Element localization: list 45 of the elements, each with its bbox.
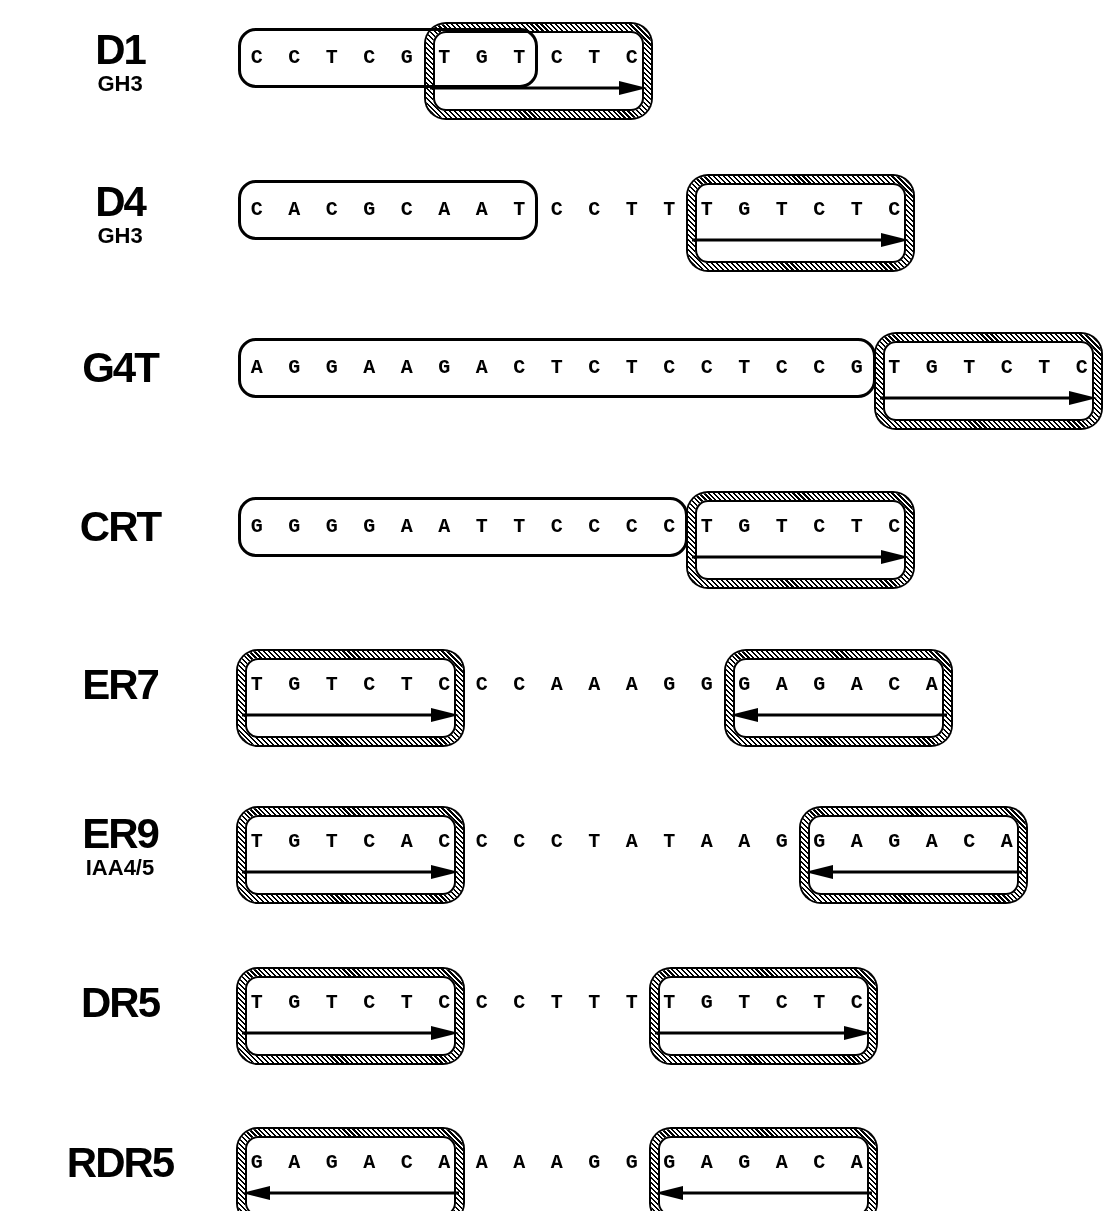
sequence-text: TGTCTC — [699, 515, 926, 539]
element-name: CRT — [78, 505, 162, 549]
element-name: G4T — [81, 346, 160, 390]
sequence-box — [238, 180, 538, 240]
sequence-text: GAGACA — [812, 830, 1039, 854]
sequence-text: CTC — [549, 46, 664, 70]
element-name: D4 — [94, 180, 147, 224]
hatched-sequence-box — [238, 969, 463, 1063]
gene-name: GH3 — [96, 72, 144, 96]
sequence-text: TGTCTC — [249, 991, 476, 1015]
hatched-sequence-box — [688, 493, 913, 587]
hatched-sequence-box — [238, 1129, 463, 1211]
hatched-sequence-box — [725, 651, 951, 745]
gene-name: GH3 — [96, 224, 144, 248]
spacer-sequence-text: AAAGG — [474, 1151, 664, 1175]
sequence-box — [238, 338, 876, 398]
sequence-text: TGTCTC — [249, 673, 476, 697]
element-name: ER7 — [81, 663, 159, 707]
sequence-text: TGTCTC — [699, 198, 926, 222]
spacer-sequence-text: CCTTT — [474, 991, 664, 1015]
hatched-sequence-box — [650, 1129, 876, 1211]
sequence-text: GAGACA — [249, 1151, 476, 1175]
sequence-text: AGGAAGACTCTCCTCCG — [249, 356, 889, 380]
hatched-sequence-box — [800, 808, 1026, 902]
spacer-sequence-text: CCAAAGG — [474, 673, 739, 697]
sequence-text: GAGACA — [662, 1151, 889, 1175]
hatched-sequence-box — [688, 176, 913, 270]
sequence-box — [238, 497, 688, 557]
hatched-sequence-box — [650, 969, 876, 1063]
element-name: D1 — [94, 28, 147, 72]
sequence-text: CACGCAAT — [249, 198, 551, 222]
sequence-text: TGTCTC — [662, 991, 889, 1015]
element-name: DR5 — [80, 981, 161, 1025]
hatched-sequence-box — [238, 808, 463, 902]
spacer-sequence-text: CCCTATAAG — [474, 830, 814, 854]
sequence-text: GGGGAATTCCCC — [249, 515, 701, 539]
hatched-sequence-box — [238, 651, 463, 745]
sequence-text: GAGACA — [737, 673, 964, 697]
hatched-sequence-box — [875, 334, 1101, 428]
element-name: ER9 — [81, 812, 160, 856]
element-name: RDR5 — [65, 1141, 175, 1185]
spacer-sequence-text: CCTT — [549, 198, 701, 222]
sequence-text: TGTCTC — [887, 356, 1114, 380]
gene-name: IAA4/5 — [84, 856, 156, 880]
sequence-text: TGTCAC — [249, 830, 476, 854]
